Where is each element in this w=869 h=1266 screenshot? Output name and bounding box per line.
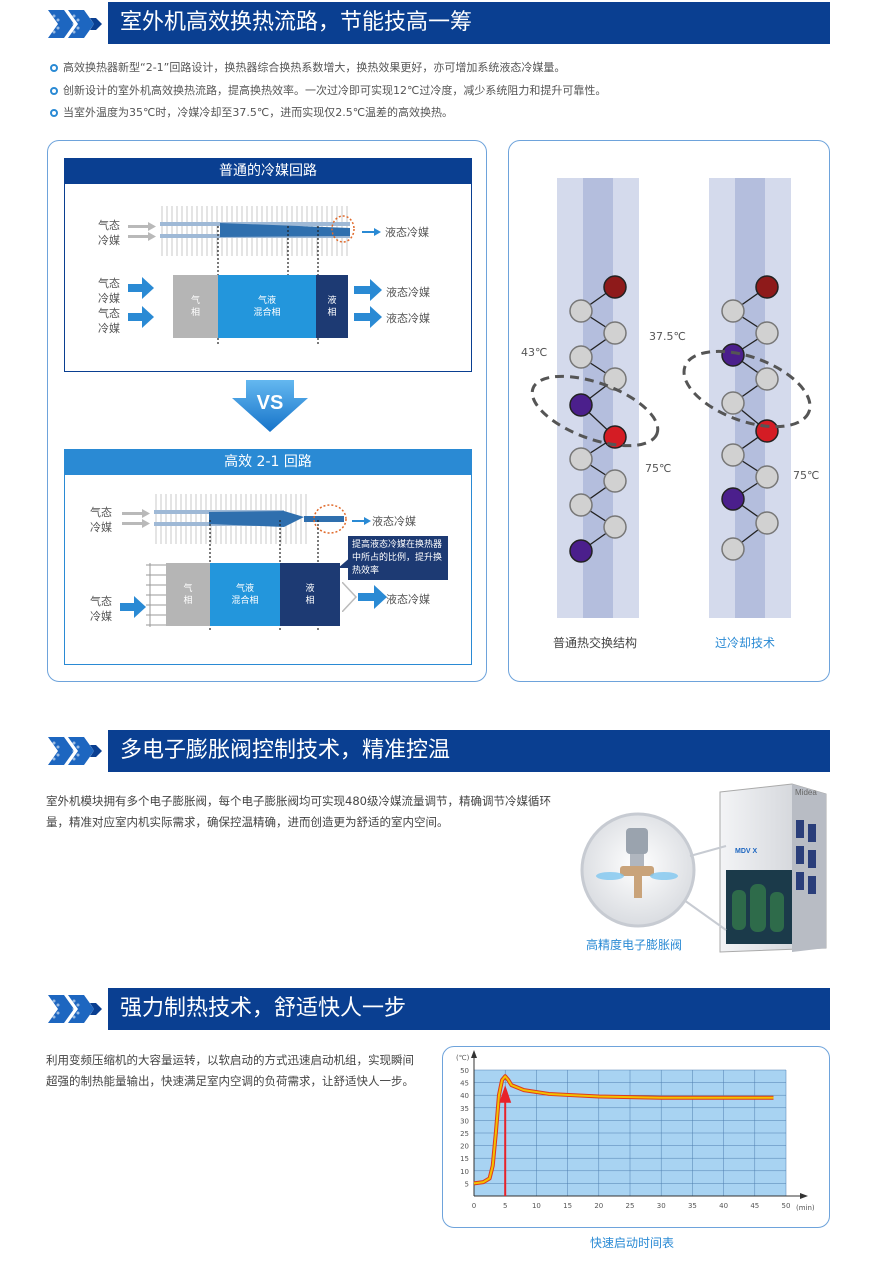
gas-refrigerant-label: 气态 冷媒 — [98, 307, 120, 335]
x-tick-label: 40 — [719, 1202, 728, 1210]
y-tick-label: 40 — [460, 1092, 469, 1100]
liquid-refrigerant-label: 液态冷媒 — [372, 515, 416, 528]
x-axis-label: (min) — [796, 1204, 815, 1212]
y-tick-label: 50 — [460, 1067, 469, 1075]
highlight-circle-icon — [331, 215, 355, 243]
temperature-label: 75℃ — [793, 469, 820, 482]
gas-phase-segment: 气 相 — [166, 563, 210, 626]
section2-paragraph: 室外机模块拥有多个电子膨胀阀，每个电子膨胀阀均可实现480级冷媒流量调节，精确调… — [46, 794, 551, 829]
x-tick-label: 20 — [594, 1202, 603, 1210]
x-tick-label: 0 — [472, 1202, 476, 1210]
heat-exchanger-bottom — [154, 494, 344, 544]
liquid-phase-segment: 液 相 — [280, 563, 340, 626]
subcooling-caption: 过冷却技术 — [715, 636, 776, 650]
temperature-label: 43℃ — [521, 346, 548, 359]
liquid-refrigerant-label: 液态冷媒 — [386, 286, 430, 299]
outdoor-unit-illustration — [580, 783, 827, 953]
blue-arrow-icon — [128, 277, 154, 299]
liquid-refrigerant-label: 液态冷媒 — [385, 226, 429, 239]
blue-arrow-icon — [358, 585, 387, 609]
startup-marker-arrow-icon — [499, 1085, 512, 1103]
temperature-label: 37.5℃ — [649, 330, 686, 343]
section3-title: 强力制热技术，舒适快人一步 — [120, 996, 407, 1021]
blue-arrow-icon — [362, 228, 381, 236]
section3-title-bar — [108, 988, 830, 1030]
y-axis-label: (℃) — [456, 1054, 470, 1062]
startup-line-chart: 5 10 15 20 25 30 35 40 45 50 0 5 10 15 20 25 30 35 40 45 50 (… — [456, 1050, 815, 1212]
liquid-refrigerant-label: 液态冷媒 — [386, 593, 430, 606]
bullet-item: 高效换热器新型“2-1”回路设计，换热器综合换热系数增大，换热效果更好，亦可增加… — [50, 61, 565, 75]
y-tick-label: 35 — [460, 1105, 469, 1113]
brand-logo: Midea — [795, 788, 817, 797]
normal-structure-caption: 普通热交换结构 — [553, 636, 638, 650]
y-tick-label: 10 — [460, 1168, 469, 1176]
y-tick-label: 25 — [460, 1130, 469, 1138]
y-tick-label: 15 — [460, 1155, 469, 1163]
blue-arrow-icon — [128, 306, 154, 328]
valve-caption: 高精度电子膨胀阀 — [586, 938, 683, 952]
bullet-item: 当室外温度为35℃时，冷媒冷却至37.5℃，进而实现仅2.5℃温差的高效换热。 — [50, 106, 453, 120]
gray-arrow-icon — [342, 582, 358, 612]
chart-caption: 快速启动时间表 — [590, 1236, 675, 1250]
section-chevron-icon — [48, 737, 102, 765]
heat-exchanger-top — [160, 206, 350, 256]
gas-refrigerant-label: 气态 冷媒 — [90, 595, 112, 623]
highlight-circle-icon — [313, 504, 347, 534]
y-tick-label: 30 — [460, 1117, 469, 1125]
vs-label: VS — [256, 392, 284, 414]
x-tick-label: 35 — [688, 1202, 697, 1210]
section1-title: 室外机高效换热流路，节能技高一筹 — [120, 10, 473, 35]
section2-title-bar — [108, 730, 830, 772]
gray-arrow-icon — [122, 509, 150, 528]
series-line — [473, 1075, 774, 1185]
x-tick-label: 15 — [563, 1202, 572, 1210]
x-tick-label: 5 — [503, 1202, 507, 1210]
y-tick-label: 45 — [460, 1080, 469, 1088]
fin-grid-icon — [146, 563, 168, 627]
bullet-icon — [50, 109, 58, 117]
blue-arrow-icon — [120, 596, 146, 618]
normal-circuit-diagram — [64, 184, 472, 372]
normal-circuit-title: 普通的冷媒回路 — [64, 158, 472, 184]
efficient-circuit-diagram — [64, 475, 472, 665]
section2-title: 多电子膨胀阀控制技术，精准控温 — [120, 738, 451, 763]
efficient-circuit-title: 高效 2-1 回路 — [64, 449, 472, 475]
model-badge: MDV X — [735, 848, 758, 855]
y-tick-label: 20 — [460, 1143, 469, 1151]
gas-refrigerant-label: 气态 冷媒 — [98, 277, 120, 305]
y-tick-label: 5 — [465, 1180, 469, 1188]
blue-arrow-icon — [352, 517, 371, 525]
x-axis-arrow-icon — [800, 1193, 808, 1199]
section-chevron-icon — [48, 995, 102, 1023]
x-tick-label: 45 — [750, 1202, 759, 1210]
callout-pointer-icon — [338, 556, 352, 568]
x-tick-label: 10 — [532, 1202, 541, 1210]
x-tick-label: 25 — [626, 1202, 635, 1210]
liquid-phase-segment: 液 相 — [316, 275, 348, 338]
y-axis-arrow-icon — [471, 1050, 477, 1058]
mixed-phase-segment: 气液 混合相 — [218, 275, 316, 338]
tube-pattern-diagram — [530, 178, 812, 618]
blue-arrow-icon — [354, 306, 382, 328]
section1-title-bar — [108, 2, 830, 44]
liquid-refrigerant-label: 液态冷媒 — [386, 312, 430, 325]
section3-paragraph: 利用变频压缩机的大容量运转，以软启动的方式迅速启动机组，实现瞬间超强的制热能量输… — [46, 1053, 414, 1088]
bullet-icon — [50, 87, 58, 95]
mixed-phase-segment: 气液 混合相 — [210, 563, 280, 626]
x-tick-label: 50 — [782, 1202, 791, 1210]
temperature-label: 75℃ — [645, 462, 672, 475]
gas-refrigerant-label: 气态 冷媒 — [98, 219, 120, 247]
bullet-item: 创新设计的室外机高效换热流路，提高换热效率。一次过冷即可实现12℃过冷度，减少系… — [50, 84, 606, 98]
vs-arrow-icon — [232, 380, 308, 432]
bullet-icon — [50, 64, 58, 72]
section-chevron-icon — [48, 10, 102, 38]
x-tick-label: 30 — [657, 1202, 666, 1210]
efficiency-callout: 提高液态冷媒在换热器中所占的比例，提升换热效率 — [348, 536, 448, 580]
gas-refrigerant-label: 气态 冷媒 — [90, 506, 112, 534]
blue-arrow-icon — [354, 279, 382, 301]
gray-arrow-icon — [128, 222, 156, 241]
gas-phase-segment: 气 相 — [173, 275, 218, 338]
